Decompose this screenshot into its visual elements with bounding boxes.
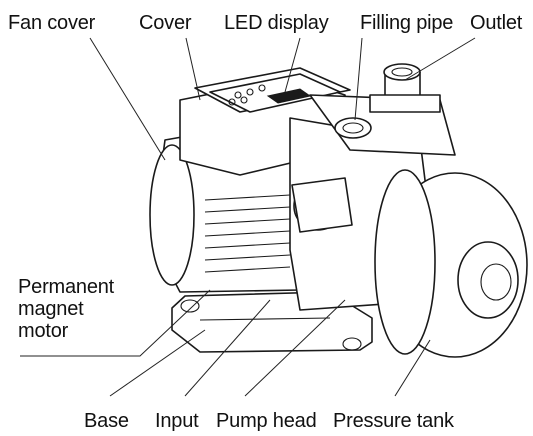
input-port <box>291 177 353 233</box>
label-base: Base <box>84 410 129 432</box>
label-input: Input <box>155 410 199 432</box>
led-display-panel <box>209 73 341 113</box>
label-filling-pipe: Filling pipe <box>360 12 454 34</box>
label-permanent-magnet-motor: Permanent magnet motor <box>18 276 115 342</box>
label-fan-cover: Fan cover <box>8 12 96 34</box>
label-led-display: LED display <box>224 12 329 34</box>
pressure-tank <box>374 169 528 358</box>
label-pressure-tank: Pressure tank <box>333 410 454 432</box>
label-cover: Cover <box>139 12 192 34</box>
label-outlet: Outlet <box>470 12 523 34</box>
leader-lines <box>20 37 476 397</box>
label-pump-head: Pump head <box>216 410 317 432</box>
outlet-pipe <box>369 63 441 113</box>
